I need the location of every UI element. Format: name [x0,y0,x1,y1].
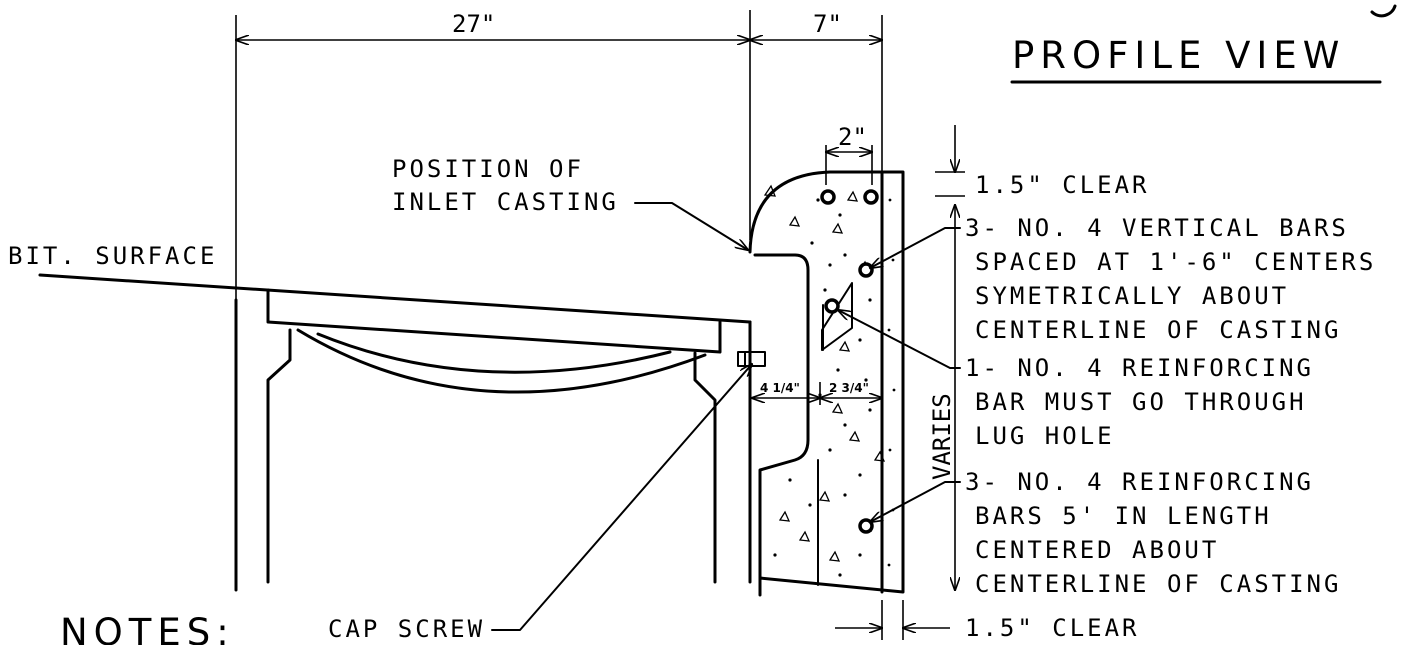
inlet-casting [38,273,766,592]
position-leader [634,202,748,250]
dimension-varies: VARIES [928,205,956,590]
callout-lug-bar: 1- NO. 4 REINFORCING BAR MUST GO THROUGH… [838,310,1314,450]
dimension-clear-top: 1.5" CLEAR [935,125,1150,199]
lug-bar-line3: LUG HOLE [975,422,1115,450]
vertical-bars-line3: SYMETRICALLY ABOUT [975,282,1289,310]
position-label-line1: POSITION OF [392,155,584,183]
clear-top-label: 1.5" CLEAR [975,171,1150,199]
dimension-clear-bottom: 1.5" CLEAR [835,600,1140,642]
callout-length-bars: 3- NO. 4 REINFORCING BARS 5' IN LENGTH C… [870,468,1341,598]
dimension-2: 2" [826,123,872,185]
position-label-line2: INLET CASTING [392,188,619,216]
rebar-top-right [863,189,879,205]
lug-bar-line2: BAR MUST GO THROUGH [975,388,1307,416]
vertical-bars-line2: SPACED AT 1'-6" CENTERS [975,248,1376,276]
length-bars-line1: 3- NO. 4 REINFORCING [965,468,1314,496]
view-title: PROFILE VIEW [1012,34,1345,77]
dim-7-label: 7" [813,10,842,38]
length-bars-line4: CENTERLINE OF CASTING [975,570,1341,598]
clear-bottom-label: 1.5" CLEAR [965,614,1140,642]
dimension-7: 7" [750,10,882,175]
notes-heading: NOTES: [60,611,235,645]
rebar-lug [824,298,840,314]
varies-label: VARIES [928,393,956,480]
lug-bar-line1: 1- NO. 4 REINFORCING [965,354,1314,382]
length-bars-line2: BARS 5' IN LENGTH [975,502,1272,530]
dim-2-3-4-label: 2 3/4" [829,381,869,395]
cap-screw-label: CAP SCREW [328,615,485,643]
section-mark-fragment [1370,4,1397,18]
callout-vertical-bars: 3- NO. 4 VERTICAL BARS SPACED AT 1'-6" C… [870,214,1376,344]
cap-screw-leader [491,364,752,631]
bit-surface-label: BIT. SURFACE [8,242,217,270]
dim-4-1-4-label: 4 1/4" [760,381,800,395]
vertical-bars-line4: CENTERLINE OF CASTING [975,316,1341,344]
dim-2-label: 2" [838,123,867,151]
dim-27-label: 27" [452,10,495,38]
vertical-bars-line1: 3- NO. 4 VERTICAL BARS [965,214,1349,242]
rebar-top-left [820,189,836,205]
rebar-vertical [858,262,874,278]
dimension-4-1-4-and-2-3-4: 4 1/4" 2 3/4" [752,381,882,405]
dimension-27: 27" [236,10,750,300]
length-bars-line3: CENTERED ABOUT [975,536,1219,564]
